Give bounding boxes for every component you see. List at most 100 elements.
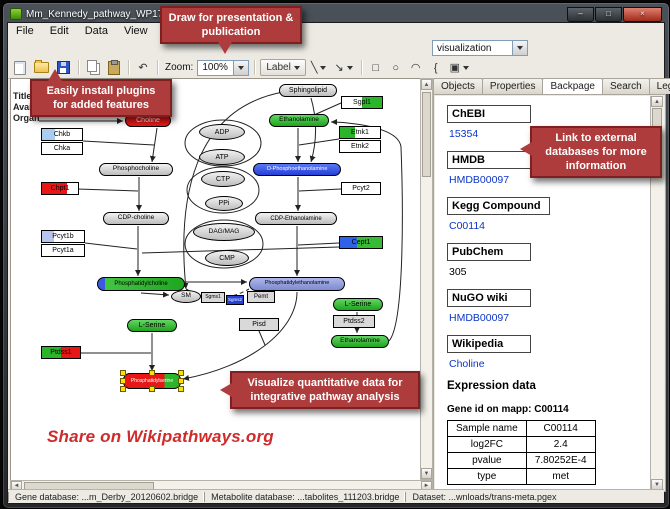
menu-data[interactable]: Data xyxy=(84,24,108,37)
panel-scroll-up-icon[interactable]: ▲ xyxy=(651,96,663,107)
selection-handle[interactable] xyxy=(120,386,126,392)
selection-handle[interactable] xyxy=(178,378,184,384)
pathway-node-atp[interactable]: ATP xyxy=(199,149,245,165)
pathway-node-sgpl1[interactable]: Sgpl1 xyxy=(341,96,383,109)
expression-cell: Sample name xyxy=(447,420,527,437)
expression-cell: C00114 xyxy=(525,420,596,437)
expression-cell: pvalue xyxy=(447,452,527,469)
callout-plugins-text: Easily install plugins for added feature… xyxy=(46,85,156,111)
backpage-value-hmdb[interactable]: HMDB00097 xyxy=(449,174,510,186)
pathway-node-ctp[interactable]: CTP xyxy=(201,171,245,187)
pathway-node-sm[interactable]: SM xyxy=(171,290,201,303)
tab-legend[interactable]: Legend xyxy=(648,78,670,94)
zoom-combobox[interactable]: 100% xyxy=(197,59,250,76)
pathway-title-label: Title: xyxy=(13,91,35,101)
tab-backpage[interactable]: Backpage xyxy=(542,78,603,94)
title-bar[interactable]: Mm_Kennedy_pathway_WP1771_45176.gp... – … xyxy=(7,6,665,22)
pathway-node-phosphatidylethanolamine[interactable]: Phosphatidylethanolamine xyxy=(249,277,345,291)
pathway-node-chpt1[interactable]: Chpt1 xyxy=(41,182,79,195)
pathway-node-ptdss2[interactable]: Ptdss2 xyxy=(333,315,375,328)
maximize-button[interactable]: □ xyxy=(595,6,622,22)
paste-button[interactable] xyxy=(105,59,123,77)
vertical-scroll-thumb[interactable] xyxy=(422,92,431,177)
pathvisio-app-icon xyxy=(10,8,22,20)
pathway-node-ppi[interactable]: PPi xyxy=(205,196,243,211)
selection-handle[interactable] xyxy=(149,370,155,376)
arc-tool-button[interactable]: ◠ xyxy=(407,59,425,77)
pathway-node-dag-mag[interactable]: DAG/MAG xyxy=(193,223,255,241)
status-segment: Gene database: ...m_Derby_20120602.bridg… xyxy=(8,491,204,502)
new-button[interactable] xyxy=(11,59,29,77)
pathway-node-l-serine-left[interactable]: L-Serine xyxy=(127,319,177,332)
selection-handle[interactable] xyxy=(178,370,184,376)
pathway-node-phosphatidylcholine[interactable]: Phosphatidylcholine xyxy=(97,277,185,291)
new-icon xyxy=(14,60,26,75)
minimize-button[interactable]: – xyxy=(567,6,594,22)
arrow-tool-button[interactable]: ↘ xyxy=(331,59,355,77)
selection-handle[interactable] xyxy=(149,386,155,392)
pathway-node-ethanolamine-right[interactable]: Ethanolamine xyxy=(331,335,389,348)
pathway-node-cdp-ethanolamine[interactable]: CDP-Ethanolamine xyxy=(255,212,337,225)
pathway-node-pisd[interactable]: Pisd xyxy=(239,318,279,331)
open-button[interactable] xyxy=(31,59,52,77)
label-tool-label: Label xyxy=(266,62,291,73)
pathway-canvas[interactable]: Title: Avail Organ Share on Wikipathways… xyxy=(10,78,422,482)
tab-properties[interactable]: Properties xyxy=(481,78,544,94)
tab-search[interactable]: Search xyxy=(601,78,650,94)
pathway-node-chkb[interactable]: Chkb xyxy=(41,128,83,141)
dropdown-arrow-icon[interactable] xyxy=(512,41,527,55)
pathway-node-o-phosphoethanolamine[interactable]: O-Phosphoethanolamine xyxy=(253,163,341,176)
scroll-up-icon[interactable]: ▲ xyxy=(421,79,432,90)
pathway-node-pcyt2[interactable]: Pcyt2 xyxy=(341,182,381,195)
line-tool-button[interactable]: ╲ xyxy=(308,59,330,77)
backpage-value-nugo-wiki[interactable]: HMDB00097 xyxy=(449,312,510,324)
pathway-node-sgms2[interactable]: Sgms2 xyxy=(226,295,244,305)
template-tool-button[interactable]: ▣ xyxy=(447,59,472,77)
undo-button[interactable]: ↶ xyxy=(134,59,152,77)
menu-view[interactable]: View xyxy=(123,24,148,37)
selection-handle[interactable] xyxy=(120,378,126,384)
pathway-node-cmp[interactable]: CMP xyxy=(205,250,249,266)
pathway-node-etnk2[interactable]: Etnk2 xyxy=(339,140,381,153)
selection-handle[interactable] xyxy=(178,386,184,392)
backpage-value-kegg-compound[interactable]: C00114 xyxy=(449,220,486,232)
line-tool-icon: ╲ xyxy=(310,62,318,74)
close-button[interactable]: × xyxy=(623,6,662,22)
pathway-node-pcyt1b[interactable]: Pcyt1b xyxy=(41,230,85,243)
canvas-vertical-scrollbar[interactable]: ▲ ▼ xyxy=(420,78,433,480)
arrow-tool-icon: ↘ xyxy=(334,62,344,74)
scroll-down-icon[interactable]: ▼ xyxy=(421,468,432,479)
ellipse-tool-button[interactable]: ○ xyxy=(387,59,405,77)
pathway-node-sphingolipid[interactable]: Sphingolipid xyxy=(279,84,337,97)
visualization-value: visualization xyxy=(437,42,492,54)
pathway-node-pcyt1a[interactable]: Pcyt1a xyxy=(41,244,85,257)
pathway-node-chka[interactable]: Chka xyxy=(41,142,83,155)
pathway-node-phosphocholine[interactable]: Phosphocholine xyxy=(99,163,173,176)
label-tool-button[interactable]: Label xyxy=(260,59,306,76)
backpage-value-chebi[interactable]: 15354 xyxy=(449,128,479,140)
pathway-node-ethanolamine-top[interactable]: Ethanolamine xyxy=(269,114,329,127)
pathway-node-cept1[interactable]: Cept1 xyxy=(339,236,383,249)
menu-edit[interactable]: Edit xyxy=(49,24,69,37)
pathway-node-l-serine-right[interactable]: L-Serine xyxy=(333,298,383,311)
pathway-organism-label: Organ xyxy=(13,113,40,123)
tab-objects[interactable]: Objects xyxy=(433,78,483,94)
pathway-node-pemt[interactable]: Pemt xyxy=(247,291,275,303)
pathway-node-sgms1[interactable]: Sgms1 xyxy=(201,292,225,303)
menu-file[interactable]: File xyxy=(16,24,34,37)
visualization-combobox[interactable]: visualization xyxy=(432,40,528,56)
pathway-node-etnk1[interactable]: Etnk1 xyxy=(339,126,381,139)
selection-handle[interactable] xyxy=(120,370,126,376)
callout-link-text: Link to external databases for more info… xyxy=(545,132,647,172)
pathway-node-ptdss1[interactable]: Ptdss1 xyxy=(41,346,81,359)
pathway-node-adp[interactable]: ADP xyxy=(199,124,245,140)
rectangle-tool-button[interactable]: □ xyxy=(367,59,385,77)
copy-button[interactable] xyxy=(84,59,103,77)
dropdown-arrow-icon[interactable] xyxy=(233,60,249,75)
backpage-value-wikipedia[interactable]: Choline xyxy=(449,358,485,370)
callout-draw-presentation: Draw for presentation & publication xyxy=(160,6,302,54)
brace-tool-button[interactable]: { xyxy=(427,59,445,77)
pathway-node-cdp-choline[interactable]: CDP-choline xyxy=(103,212,169,225)
